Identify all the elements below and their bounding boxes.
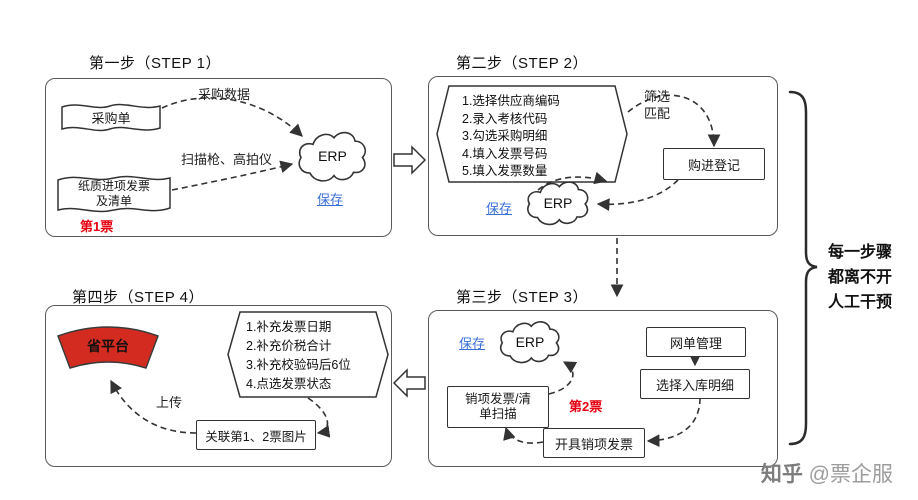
step4-list-item: 3.补充校验码后6位	[246, 358, 351, 372]
purchase-order-label: 采购单	[91, 110, 131, 126]
arrow-filter-to-register	[627, 94, 721, 148]
invoice-scan-box: 销项发票/清 单扫描	[447, 386, 549, 428]
ticket1-label: 第1票	[80, 219, 114, 234]
arrow-purchase-data-to-erp	[161, 97, 303, 137]
paper-invoice-line1: 纸质进项发票	[77, 179, 150, 193]
step1-panel	[45, 78, 392, 237]
erp-cloud-step1	[299, 133, 365, 181]
filter-line1: 筛选	[644, 89, 671, 104]
purchase-order-doc-shape	[61, 103, 161, 132]
step4-list-item: 1.补充发票日期	[246, 320, 332, 334]
manual-intervention-note: 每一步骤 都离不开 人工干预	[820, 240, 900, 315]
purchase-data-label: 采购数据	[198, 87, 251, 102]
step4-list-item: 4.点选发票状态	[246, 377, 332, 391]
filter-match-label: 筛选 匹配	[644, 88, 670, 122]
step4-panel	[45, 305, 392, 467]
note-line1: 每一步骤	[827, 244, 892, 261]
warehouse-detail-box: 选择入库明细	[640, 369, 750, 399]
step2-list-item: 2.录入考核代码	[462, 111, 548, 126]
save-label-step1: 保存	[317, 192, 344, 207]
note-line2: 都离不开	[827, 269, 892, 286]
ticket2-label: 第2票	[569, 399, 603, 414]
erp-label-step3: ERP	[515, 334, 545, 350]
watermark: 知乎 @票企服	[761, 458, 893, 488]
step4-list-item: 2.补充价税合计	[246, 339, 332, 353]
net-order-box: 网单管理	[646, 327, 746, 357]
step2-title: 第二步（STEP 2）	[456, 55, 588, 72]
save-label-step3: 保存	[459, 336, 486, 351]
step4-list-frame	[227, 311, 389, 398]
arrow-upload-to-platform	[110, 379, 197, 434]
erp-label-step1: ERP	[318, 148, 347, 164]
province-platform-shape	[57, 326, 159, 369]
watermark-account: @票企服	[808, 463, 893, 486]
arrow-warehouse-to-issue	[646, 397, 701, 448]
step2-list-item: 5.填入发票数量	[462, 164, 548, 179]
erp-label-step2: ERP	[543, 195, 573, 211]
scanner-label: 扫描枪、高拍仪	[181, 152, 273, 167]
step3-title: 第三步（STEP 3）	[456, 289, 588, 306]
filter-line2: 匹配	[644, 106, 671, 121]
step2-list-item: 4.填入发票号码	[462, 146, 548, 161]
link-images-box: 关联第1、2票图片	[196, 420, 316, 450]
watermark-brand: 知乎	[760, 463, 803, 486]
step2-list-item: 1.选择供应商编码	[462, 94, 560, 108]
step3-panel	[428, 310, 778, 467]
invoice-scan-line1: 销项发票/清	[465, 392, 531, 406]
arrow-list-to-link	[307, 397, 331, 438]
upload-label: 上传	[156, 395, 183, 410]
invoice-scan-line2: 单扫描	[479, 407, 517, 421]
purchase-register-box: 购进登记	[663, 148, 765, 180]
step4-list: 1.补充发票日期 2.补充价税合计 3.补充校验码后6位 4.点选发票状态	[246, 318, 382, 394]
paper-invoice-doc-shape	[57, 175, 171, 213]
save-label-step2: 保存	[486, 201, 513, 216]
step1-title: 第一步（STEP 1）	[89, 55, 221, 72]
step4-title: 第四步（STEP 4）	[72, 289, 204, 306]
province-platform-label: 省平台	[87, 338, 129, 354]
arrow-step1-to-step2	[393, 145, 427, 175]
erp-cloud-step3	[501, 322, 559, 363]
erp-cloud-step2	[528, 182, 588, 224]
issue-invoice-box: 开具销项发票	[543, 428, 645, 458]
arrow-scan-to-erp3	[548, 361, 578, 395]
step2-panel	[428, 76, 778, 236]
note-line3: 人工干预	[827, 294, 892, 311]
paper-invoice-label: 纸质进项发票 及清单	[58, 174, 170, 214]
step2-list-frame	[436, 85, 628, 183]
paper-invoice-line2: 及清单	[95, 194, 132, 208]
arrow-step3-to-step4	[392, 368, 426, 398]
arrow-scan-to-erp	[171, 160, 294, 191]
step2-list-item: 3.勾选采购明细	[462, 129, 548, 144]
arrow-erp2-to-list	[537, 171, 608, 191]
manual-note-brace	[788, 90, 818, 446]
step2-list: 1.选择供应商编码 2.录入考核代码 3.勾选采购明细 4.填入发票号码 5.填…	[462, 93, 622, 181]
arrow-issue-to-scan	[503, 426, 544, 444]
